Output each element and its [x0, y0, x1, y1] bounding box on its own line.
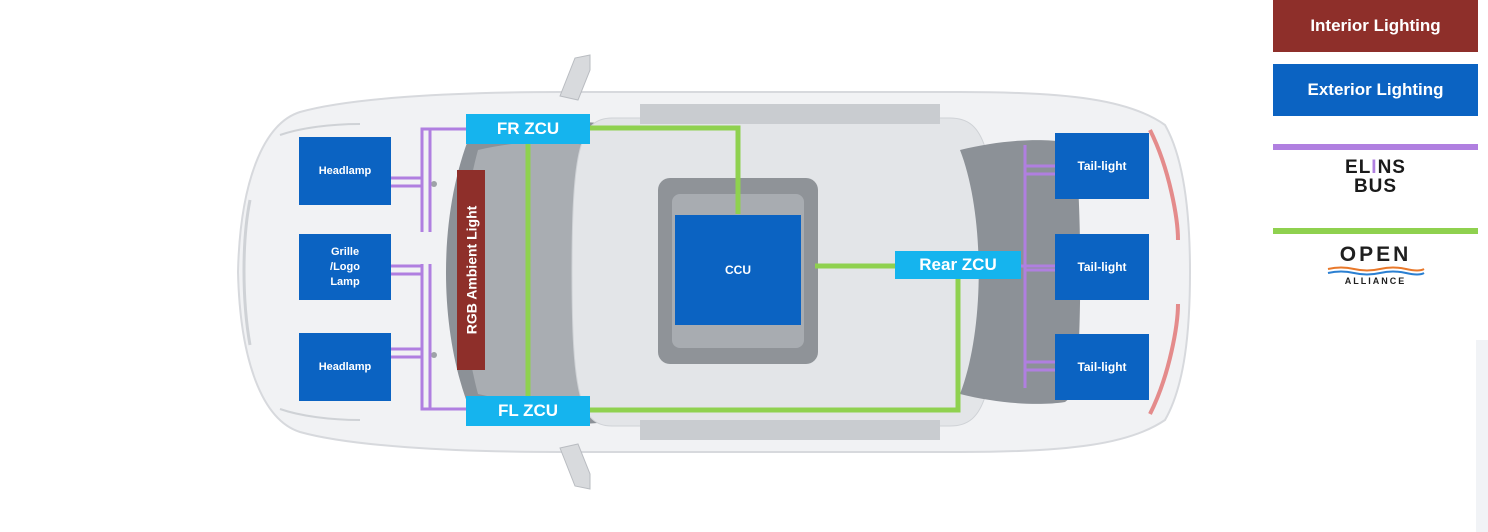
grille-label-line3: Lamp — [330, 275, 360, 288]
fr-zcu-label: FR ZCU — [496, 119, 560, 138]
elins-text-bus: BUS — [1353, 176, 1398, 197]
legend-open-alliance-line — [1273, 228, 1478, 234]
rgb-ambient-light: RGB Ambient Light — [457, 170, 485, 370]
headlamp-bottom: Headlamp — [299, 333, 391, 401]
ccu-label: CCU — [725, 263, 751, 277]
elins-text-a: EL — [1345, 157, 1372, 178]
tail-top-label: Tail-light — [1077, 158, 1127, 173]
fl-zcu-label: FL ZCU — [497, 401, 559, 420]
ccu: CCU — [675, 215, 801, 325]
open-alliance-text2: ALLIANCE — [1344, 276, 1407, 286]
tail-light-top: Tail-light — [1055, 133, 1149, 199]
legend-elins-line — [1273, 144, 1478, 150]
rear-zcu: Rear ZCU — [895, 251, 1021, 279]
grille-label-line1: Grille — [330, 245, 360, 258]
elins-bus-logo: ELINS BUS — [1273, 158, 1478, 196]
edge-strip — [1476, 340, 1488, 532]
legend-interior-label: Interior Lighting — [1310, 16, 1441, 35]
headlamp-top: Headlamp — [299, 137, 391, 205]
grille-label-line2: /Logo — [330, 260, 360, 273]
legend-exterior-lighting: Exterior Lighting — [1273, 64, 1478, 116]
tail-light-middle: Tail-light — [1055, 234, 1149, 300]
headlamp-top-label: Headlamp — [318, 164, 372, 177]
open-alliance-logo: OPEN ALLIANCE — [1273, 244, 1478, 287]
legend-interior-lighting: Interior Lighting — [1273, 0, 1478, 52]
headlamp-bottom-label: Headlamp — [318, 360, 372, 373]
legend-exterior-label: Exterior Lighting — [1307, 80, 1444, 99]
tail-mid-label: Tail-light — [1077, 259, 1127, 274]
elins-text-i: I — [1371, 157, 1378, 178]
elins-text-c: NS — [1377, 157, 1406, 178]
ambient-label: RGB Ambient Light — [463, 205, 480, 335]
fl-zcu: FL ZCU — [466, 396, 590, 426]
fr-zcu: FR ZCU — [466, 114, 590, 144]
grille-logo-lamp: Grille /Logo Lamp — [299, 234, 391, 300]
open-alliance-text1: OPEN — [1339, 243, 1412, 266]
open-alliance-waves-icon — [1327, 266, 1425, 276]
tail-light-bottom: Tail-light — [1055, 334, 1149, 400]
rear-zcu-label: Rear ZCU — [919, 255, 997, 274]
tail-bottom-label: Tail-light — [1077, 359, 1127, 374]
